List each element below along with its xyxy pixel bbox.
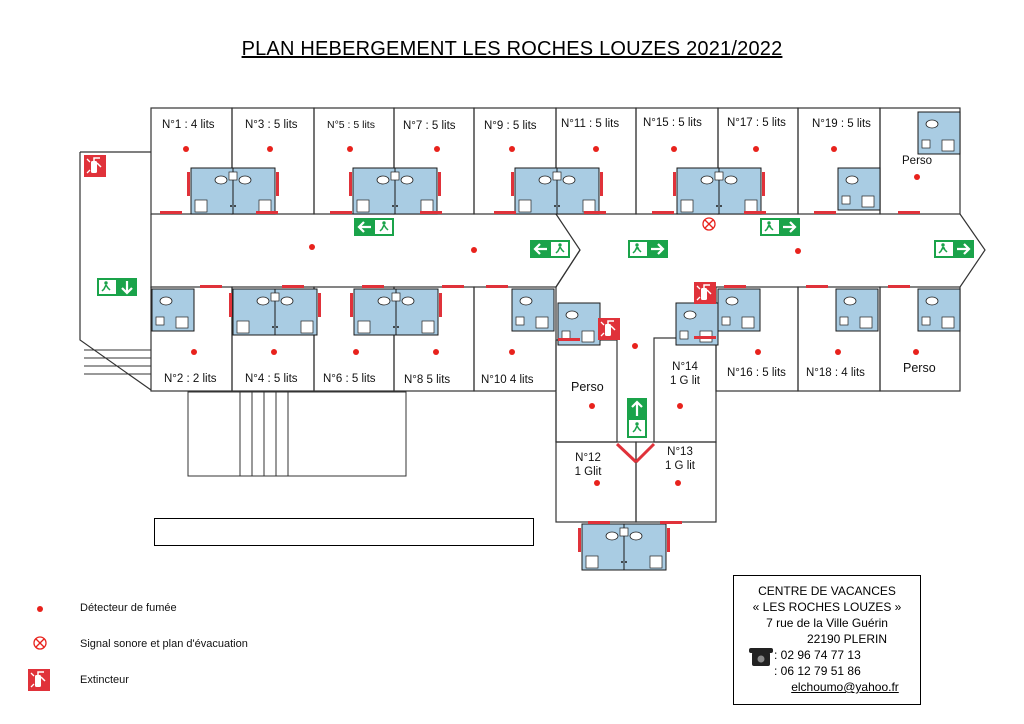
room-label-n19: N°19 : 5 lits bbox=[812, 118, 871, 130]
room-label-n10: N°10 4 lits bbox=[481, 374, 534, 386]
contact-address: 7 rue de la Ville Guérin bbox=[766, 616, 888, 630]
room-label-n14-number: N°14 bbox=[672, 361, 698, 373]
contact-phone-1: : 02 96 74 77 13 bbox=[774, 648, 861, 662]
contact-phone-2: : 06 12 79 51 86 bbox=[774, 664, 861, 678]
room-label-n13-beds: 1 G lit bbox=[664, 460, 696, 472]
exit-sign-down bbox=[97, 278, 137, 296]
room-label-perso-bottom: Perso bbox=[903, 361, 936, 375]
room-label-n1: N°1 : 4 lits bbox=[162, 119, 215, 131]
page-title: PLAN HEBERGEMENT LES ROCHES LOUZES 2021/… bbox=[241, 38, 783, 60]
entrance-steps bbox=[84, 349, 151, 375]
room-label-n5: N°5 : 5 lits bbox=[327, 119, 375, 131]
room-label-n12-beds: 1 Glit bbox=[574, 466, 602, 478]
room-label-n2: N°2 : 2 lits bbox=[164, 373, 217, 385]
contact-box: CENTRE DE VACANCES « LES ROCHES LOUZES »… bbox=[733, 575, 921, 705]
terrace bbox=[187, 391, 407, 477]
phone-icon bbox=[749, 648, 773, 666]
room-label-perso-center: Perso bbox=[571, 380, 604, 394]
room-label-n12-number: N°12 bbox=[575, 452, 601, 464]
room-label-n4: N°4 : 5 lits bbox=[245, 373, 298, 385]
legend-extinguisher: Extincteur bbox=[80, 674, 129, 686]
contact-name: CENTRE DE VACANCES bbox=[758, 584, 896, 598]
alarm-icon bbox=[33, 217, 716, 650]
room-label-n16: N°16 : 5 lits bbox=[727, 367, 786, 379]
doors-top bbox=[160, 211, 920, 214]
room-label-n9: N°9 : 5 lits bbox=[484, 120, 537, 132]
contact-subtitle: « LES ROCHES LOUZES » bbox=[752, 600, 902, 614]
corridor-outline bbox=[79, 151, 986, 391]
room-label-n11: N°11 : 5 lits bbox=[561, 118, 620, 130]
room-label-n17: N°17 : 5 lits bbox=[727, 117, 786, 129]
room-label-perso-top: Perso bbox=[902, 155, 933, 167]
room-label-n14-beds: 1 G lit bbox=[669, 375, 701, 387]
room-label-n7: N°7 : 5 lits bbox=[403, 120, 456, 132]
contact-city: 22190 PLERIN bbox=[806, 632, 888, 646]
room-label-n13-number: N°13 bbox=[667, 446, 693, 458]
room-label-n6: N°6 : 5 lits bbox=[323, 373, 376, 385]
exit-sign-up bbox=[627, 398, 647, 438]
smoke-detectors bbox=[37, 146, 920, 612]
room-label-n3: N°3 : 5 lits bbox=[245, 119, 298, 131]
room-label-n15: N°15 : 5 lits bbox=[643, 117, 702, 129]
notes-box bbox=[154, 518, 534, 546]
contact-email[interactable]: elchoumo@yahoo.fr bbox=[791, 680, 899, 694]
room-label-n18: N°18 : 4 lits bbox=[806, 367, 865, 379]
doors-bottom bbox=[200, 285, 910, 524]
legend-smoke-detector: Détecteur de fumée bbox=[80, 602, 177, 614]
legend-alarm: Signal sonore et plan d'évacuation bbox=[80, 638, 248, 650]
room-label-n8: N°8 5 lits bbox=[404, 374, 451, 386]
